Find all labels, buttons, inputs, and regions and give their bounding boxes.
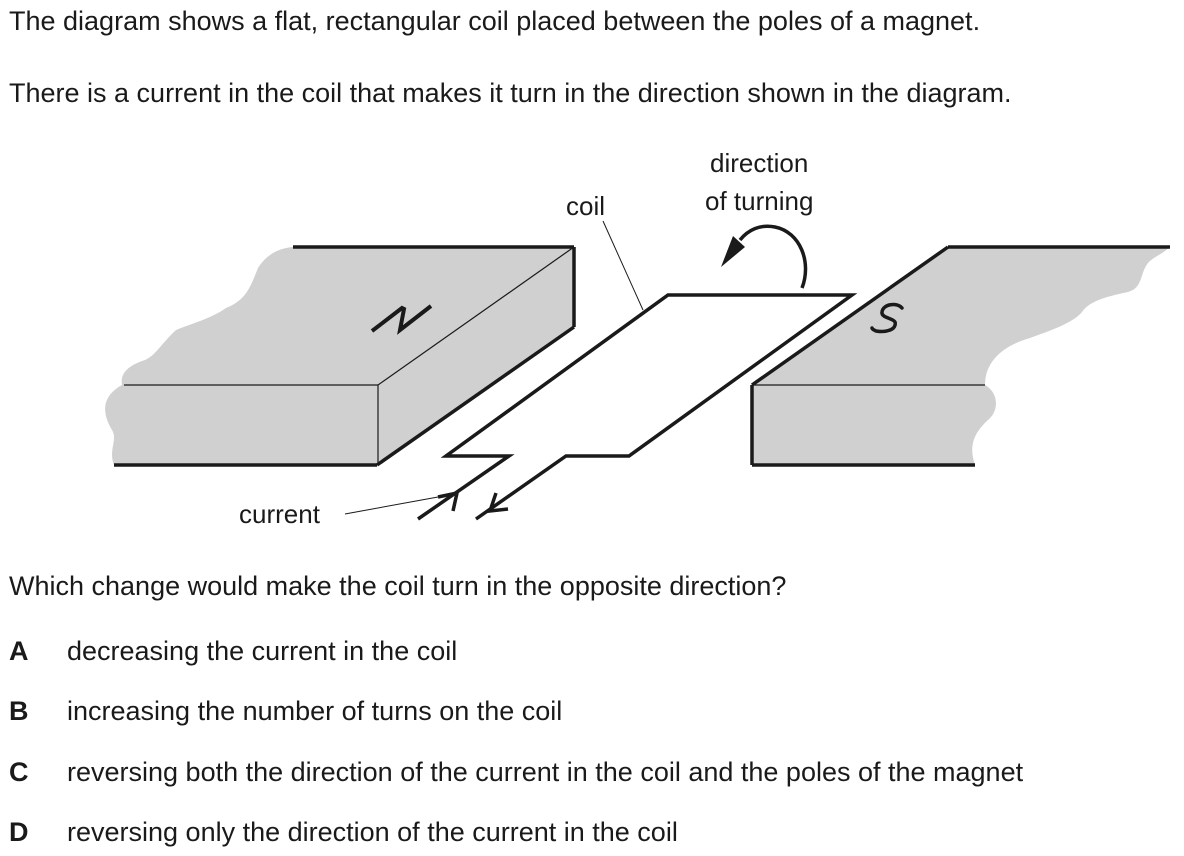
- south-pole-letter: [870, 302, 904, 334]
- direction-label-line2: of turning: [705, 186, 813, 216]
- coil-leader-line: [602, 220, 644, 311]
- intro-text-1: The diagram shows a flat, rectangular co…: [9, 6, 981, 36]
- current-in-arrow-icon: [437, 490, 460, 512]
- option-letter: D: [9, 817, 29, 847]
- coil: [417, 293, 858, 521]
- current-out-arrow-icon: [487, 492, 509, 514]
- north-pole-letter: [370, 304, 433, 335]
- direction-of-turning-arrow: [721, 224, 808, 289]
- option-letter: C: [9, 757, 29, 787]
- south-magnet: [750, 245, 1170, 467]
- current-label: current: [239, 499, 321, 529]
- option-text: increasing the number of turns on the co…: [67, 696, 563, 726]
- current-arrows: [344, 490, 509, 515]
- option-letter: B: [9, 696, 29, 726]
- option-text: reversing both the direction of the curr…: [67, 757, 1024, 787]
- coil-label: coil: [566, 191, 605, 221]
- motor-coil-diagram: coil direction of turning current: [105, 148, 1170, 529]
- option-text: reversing only the direction of the curr…: [67, 817, 678, 847]
- north-magnet-body: [105, 247, 575, 465]
- option-letter: A: [9, 636, 29, 666]
- curved-arrowhead-icon: [721, 236, 745, 267]
- north-magnet: [105, 245, 576, 467]
- south-magnet-body: [752, 247, 1170, 465]
- intro-text-2: There is a current in the coil that make…: [9, 78, 1012, 108]
- direction-label-line1: direction: [710, 148, 808, 178]
- question-text: Which change would make the coil turn in…: [9, 571, 787, 601]
- coil-loop: [417, 293, 858, 521]
- option-text: decreasing the current in the coil: [67, 636, 458, 666]
